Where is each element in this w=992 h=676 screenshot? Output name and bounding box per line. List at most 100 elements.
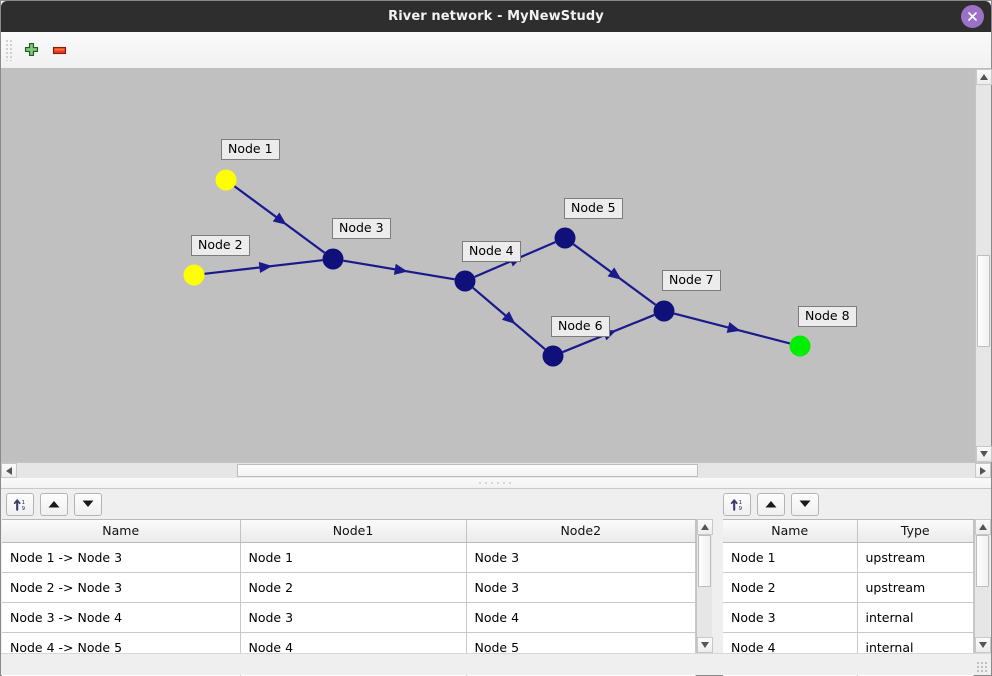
chevron-down-icon [980,451,988,457]
nodes-vertical-scrollbar[interactable] [974,519,991,653]
table-cell[interactable]: Node 2 [723,572,858,603]
graph-node-node-2[interactable] [183,264,205,286]
sort-ascending-icon: 1 9 [730,498,742,512]
graph-hscroll-thumb[interactable] [237,464,698,477]
graph-node-label-node-5[interactable]: Node 5 [564,198,623,219]
graph-node-node-6[interactable] [542,345,564,367]
graph-edge-arrow-icon [726,322,741,333]
graph-vscroll-thumb[interactable] [977,255,990,347]
chevron-left-icon [6,466,12,475]
svg-text:9: 9 [738,506,742,512]
chevron-up-icon [979,524,987,530]
splitter-grip-icon [477,481,515,485]
table-cell[interactable]: upstream [857,572,974,603]
graph-scroll-right-button[interactable] [975,463,991,478]
table-cell[interactable]: Node 1 [723,542,858,573]
chevron-down-icon [979,642,987,648]
close-window-button[interactable] [961,5,984,28]
nodes-vscroll-thumb[interactable] [976,535,989,587]
graph-scroll-up-button[interactable] [976,69,992,85]
graph-scroll-left-button[interactable] [1,463,17,478]
graph-node-label-node-3[interactable]: Node 3 [332,218,391,239]
table-cell[interactable]: Node 1 [240,542,467,573]
branches-header-row: Name Node1 Node2 [2,520,696,543]
table-cell[interactable]: Node 2 [240,572,467,603]
graph-node-label-node-7[interactable]: Node 7 [662,270,721,291]
graph-node-node-4[interactable] [454,270,476,292]
graph-node-node-8[interactable] [789,335,811,357]
graph-scroll-down-button[interactable] [976,446,992,462]
graph-node-node-1[interactable] [215,169,237,191]
branches-scroll-down-button[interactable] [697,637,713,653]
branches-toolbar: 1 9 [1,489,712,519]
graph-horizontal-scrollbar[interactable] [1,462,991,478]
nodes-move-up-button[interactable] [757,492,785,516]
nodes-scroll-up-button[interactable] [975,519,991,535]
table-cell[interactable]: internal [857,602,974,633]
nodes-panel: 1 9 [712,489,991,676]
branches-move-up-button[interactable] [40,492,68,516]
svg-text:1: 1 [21,500,24,506]
window-resize-grip[interactable] [976,661,988,673]
branches-vscroll-track[interactable] [697,535,712,637]
nodes-sort-button[interactable]: 1 9 [723,492,751,516]
branches-sort-button[interactable]: 1 9 [6,492,34,516]
chevron-up-icon [701,524,709,530]
panel-splitter[interactable] [1,478,991,489]
table-cell[interactable]: Node 3 [466,572,696,603]
branches-col-header-name[interactable]: Name [2,520,241,543]
table-cell[interactable]: upstream [857,542,974,573]
nodes-scroll-down-button[interactable] [975,637,991,653]
nodes-header-row: Name Type [723,520,974,543]
table-cell[interactable]: Node 3 -> Node 4 [2,602,241,633]
graph-node-label-node-8[interactable]: Node 8 [798,306,857,327]
network-graph-canvas[interactable]: Node 1 Node 2 Node 3 Node 4 Node 5 Node 6 Node… [1,69,975,462]
network-graph-panel: Node 1 Node 2 Node 3 Node 4 Node 5 Node 6 Node… [1,69,992,462]
graph-node-node-5[interactable] [554,227,576,249]
branches-col-header-node2[interactable]: Node2 [466,520,696,543]
table-cell[interactable]: Node 1 -> Node 3 [2,542,241,573]
table-cell[interactable]: Node 3 [240,602,467,633]
nodes-vscroll-track[interactable] [975,535,990,637]
graph-node-label-node-1[interactable]: Node 1 [221,139,280,160]
nodes-move-down-button[interactable] [791,492,819,516]
branches-scroll-up-button[interactable] [697,519,713,535]
graph-node-node-7[interactable] [653,300,675,322]
bottom-tables-area: 1 9 [1,489,991,676]
move-up-icon [48,501,60,508]
nodes-col-header-type[interactable]: Type [857,520,974,543]
graph-vscroll-track[interactable] [976,85,991,446]
remove-node-button[interactable] [45,37,73,63]
add-node-button[interactable] [17,37,45,63]
graph-node-node-3[interactable] [322,248,344,270]
table-cell[interactable]: Node 2 -> Node 3 [2,572,241,603]
branches-col-header-node1[interactable]: Node1 [240,520,467,543]
graph-node-label-node-6[interactable]: Node 6 [551,316,610,337]
graph-edge-arrow-icon [607,267,622,280]
move-up-icon [765,501,777,508]
table-cell[interactable]: Node 3 [723,602,858,633]
toolbar-drag-handle[interactable] [5,39,13,61]
branches-vertical-scrollbar[interactable] [696,519,713,653]
nodes-col-header-name[interactable]: Name [723,520,858,543]
branches-vscroll-thumb[interactable] [698,535,711,587]
branches-move-down-button[interactable] [74,492,102,516]
table-cell[interactable]: Node 4 [466,602,696,633]
graph-node-label-node-2[interactable]: Node 2 [191,235,250,256]
table-cell[interactable]: Node 3 [466,542,696,573]
graph-node-label-node-4[interactable]: Node 4 [462,241,521,262]
main-toolbar [1,32,991,69]
sort-ascending-icon: 1 9 [13,498,25,512]
graph-vertical-scrollbar[interactable] [975,69,992,462]
nodes-toolbar: 1 9 [712,489,991,519]
